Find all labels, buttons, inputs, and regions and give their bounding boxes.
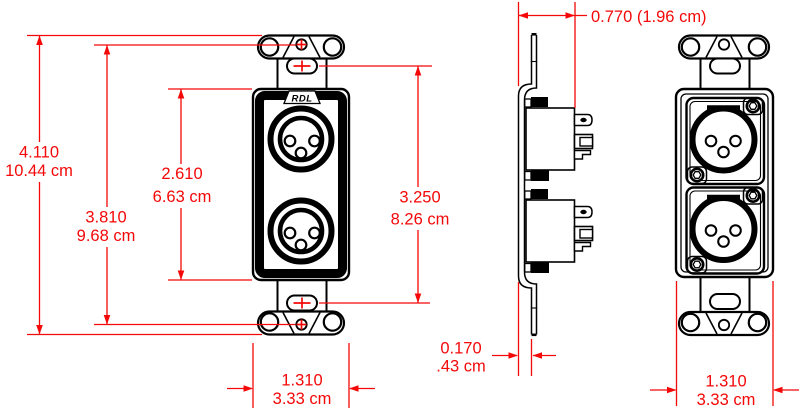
ear-hole	[747, 37, 768, 57]
dim-insert-height-in: 2.610	[161, 165, 202, 183]
ear-hole	[259, 37, 280, 57]
pin-hole	[308, 134, 321, 148]
dim-slot-spacing-in: 3.250	[399, 189, 440, 207]
pin-hole	[283, 226, 297, 240]
dim-overall-height-cm: 10.44 cm	[5, 162, 73, 180]
front-xlr-connector-bottom	[267, 197, 335, 265]
pin-hole	[283, 134, 297, 148]
ear-hole	[322, 312, 343, 332]
dim-slot-spacing: 3.250 8.26 cm	[319, 65, 450, 304]
dim-rear-width-in: 1.310	[705, 373, 746, 391]
side-xlr-module-bottom	[524, 189, 594, 273]
dim-depth: 0.770 (1.96 cm)	[517, 2, 707, 108]
pin	[717, 235, 730, 248]
ear-hole	[680, 312, 701, 333]
side-view	[517, 32, 594, 337]
yoke-bend-line	[308, 312, 321, 334]
yoke-bend-line	[282, 312, 295, 334]
yoke-bend-line	[730, 36, 743, 58]
mounting-slot	[709, 293, 741, 310]
rear-top-mounting-yoke	[677, 34, 771, 90]
front-view: RDL	[251, 34, 351, 336]
dimension-annotations: 4.110 10.44 cm 3.810 9.68 cm 2.610 6.63 …	[5, 2, 799, 409]
pin	[729, 224, 742, 237]
ear-hole	[322, 37, 343, 57]
dim-front-width-cm: 3.33 cm	[273, 390, 332, 408]
hex-screw	[742, 186, 764, 205]
hex-screw	[686, 255, 708, 274]
dim-rear-width-cm: 3.33 cm	[697, 391, 756, 409]
yoke-bend-line	[705, 312, 718, 335]
dim-plate-thickness-in: 0.170	[440, 340, 481, 358]
dim-screw-spacing-cm: 9.68 cm	[77, 227, 136, 245]
brand-label: RDL	[283, 90, 321, 105]
dim-insert-height: 2.610 6.63 cm	[153, 88, 252, 281]
pin	[717, 145, 730, 159]
dim-screw-spacing: 3.810 9.68 cm	[77, 44, 296, 326]
brand-text: RDL	[291, 94, 312, 105]
ear-hole	[680, 37, 701, 57]
terminal-step	[573, 149, 592, 160]
ear-hole	[259, 312, 280, 332]
pin	[704, 224, 718, 237]
yoke-bend-line	[282, 36, 295, 58]
dim-plate-thickness-cm: .43 cm	[436, 358, 486, 376]
dim-screw-spacing-in: 3.810	[85, 209, 126, 227]
terminal-step	[573, 241, 592, 252]
rear-xlr-module-top	[685, 96, 766, 186]
dim-overall-height-in: 4.110	[19, 144, 59, 162]
ear-hole	[747, 312, 768, 333]
dim-rear-width: 1.310 3.33 cm	[650, 281, 799, 409]
pin-hole	[294, 238, 308, 252]
dim-front-width-in: 1.310	[281, 372, 322, 390]
front-xlr-connector-top	[267, 105, 335, 173]
pin	[704, 134, 718, 148]
rear-bottom-mounting-yoke	[677, 276, 771, 337]
dim-front-width: 1.310 3.33 cm	[227, 343, 375, 408]
yoke-bend-line	[308, 36, 321, 58]
side-plate-profile	[517, 32, 538, 337]
hex-screw	[686, 166, 708, 185]
rear-xlr-module-bottom	[685, 186, 766, 275]
module-body	[525, 199, 576, 263]
module-body	[525, 107, 576, 171]
yoke-bend-line	[730, 312, 743, 335]
side-xlr-module-top	[524, 97, 594, 181]
dim-plate-thickness: 0.170 .43 cm	[436, 282, 556, 376]
screw-hole	[295, 38, 308, 51]
rear-view	[674, 34, 775, 337]
screw-hole	[717, 318, 731, 332]
yoke-bend-line	[705, 36, 718, 58]
pin-hole	[308, 226, 321, 240]
dim-slot-spacing-cm: 8.26 cm	[391, 211, 450, 229]
crosshair-marks	[293, 39, 311, 330]
screw-hole	[717, 38, 731, 51]
mounting-slot	[709, 57, 741, 75]
hex-screw	[742, 97, 764, 116]
pin-hole	[294, 146, 308, 160]
pin	[729, 134, 742, 148]
screw-hole	[295, 318, 308, 331]
dim-insert-height-cm: 6.63 cm	[153, 188, 212, 206]
dim-overall-height: 4.110 10.44 cm	[5, 34, 262, 336]
dim-depth-label: 0.770 (1.96 cm)	[591, 8, 707, 26]
